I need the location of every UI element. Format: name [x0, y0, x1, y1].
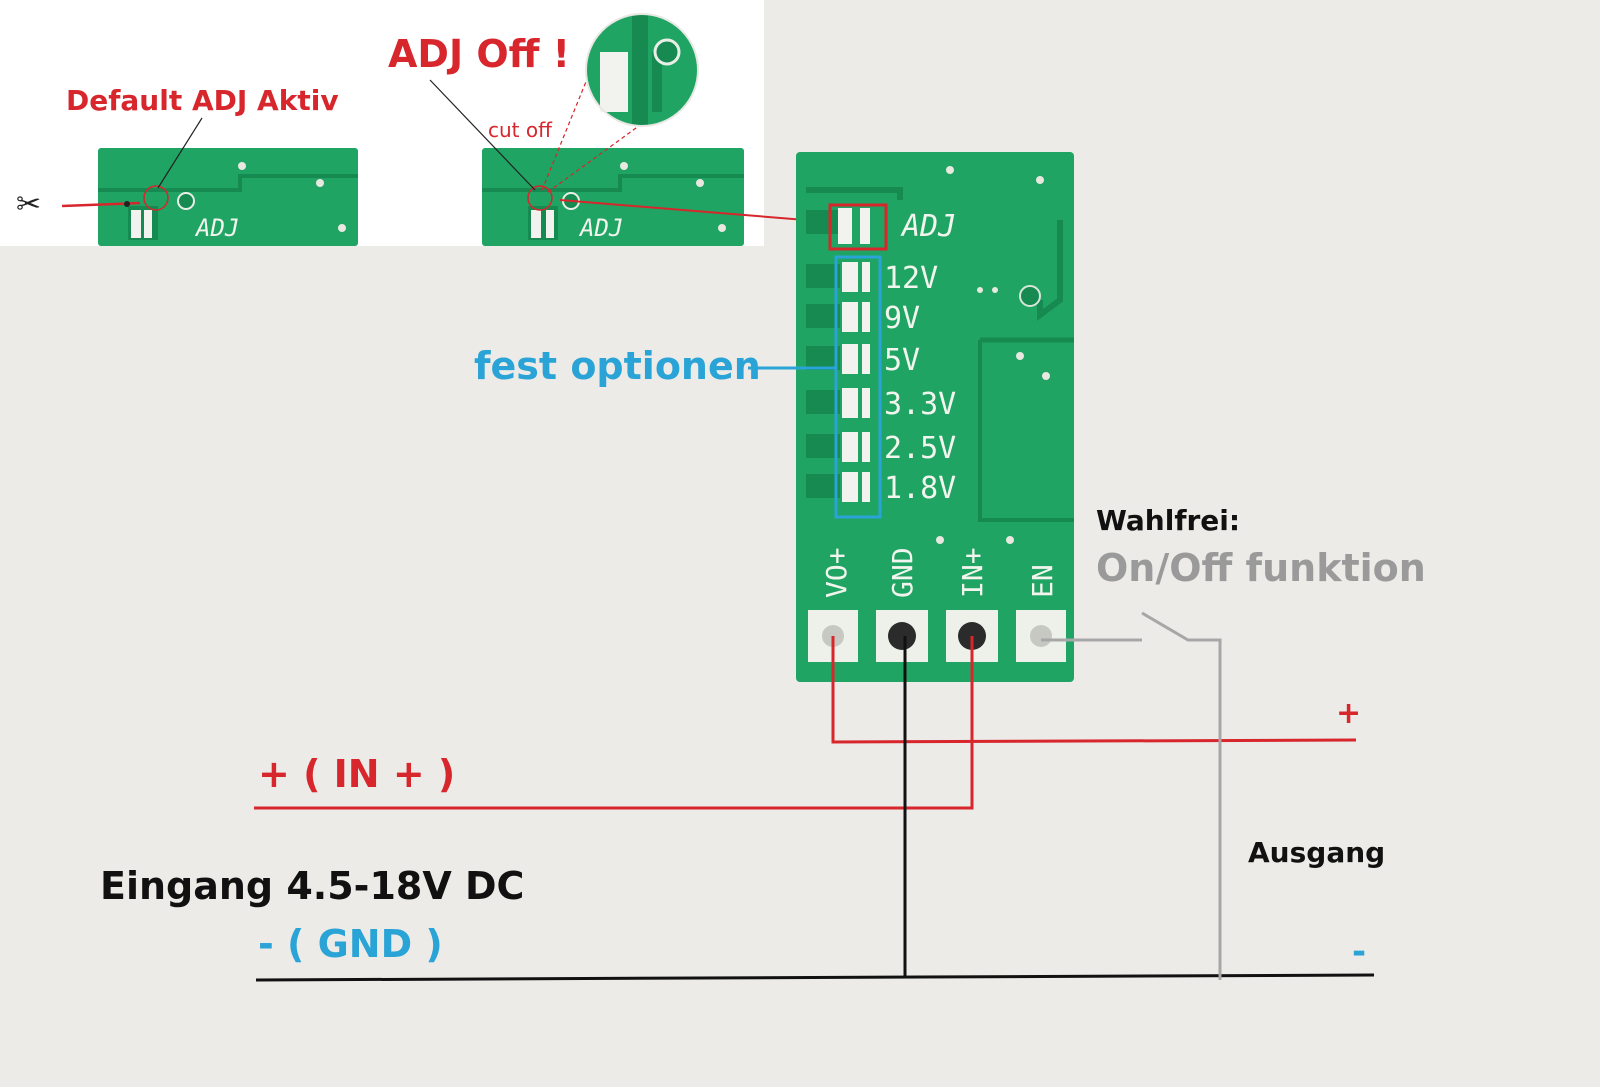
- pin-label-in: IN+: [956, 547, 989, 598]
- board-silk-2v5: 2.5V: [884, 431, 956, 466]
- board-silk-5v: 5V: [884, 343, 920, 378]
- default-adj-label: Default ADJ Aktiv: [66, 84, 339, 117]
- wire-switch-lever: [1141, 611, 1222, 980]
- cut-off-label: cut off: [488, 118, 552, 142]
- fest-optionen-label: fest optionen: [474, 344, 761, 388]
- wire-gnd-bus: [255, 973, 1375, 982]
- ausgang-label: Ausgang: [1248, 836, 1386, 869]
- inset-board-adj-off: [482, 148, 744, 246]
- magnifier-circle: [541, 13, 699, 193]
- cut-arrow-dot: [124, 201, 130, 207]
- wire-in-plus: [254, 636, 974, 810]
- output-minus-label: -: [1352, 932, 1367, 972]
- default-pointer: [157, 117, 203, 189]
- wire-vo-plus: [831, 636, 1357, 744]
- board-silk-9v: 9V: [884, 301, 920, 336]
- inset-board-default: [98, 148, 358, 246]
- adj-off-pointer: [429, 79, 536, 191]
- board-silk-12v: 12V: [884, 261, 938, 296]
- pin-label-vo: VO+: [820, 547, 853, 598]
- board-silk-3v3: 3.3V: [884, 387, 956, 422]
- main-pcb: [796, 152, 1074, 682]
- adj-pad-link: [559, 199, 831, 223]
- input-plus-label: + ( IN + ): [258, 752, 456, 796]
- board-silk-1v8: 1.8V: [884, 471, 956, 506]
- pin-label-en: EN: [1026, 564, 1059, 598]
- adj-highlight-box: [828, 203, 888, 251]
- fixed-options-box: [834, 255, 882, 519]
- scissors-icon: ✂: [16, 187, 41, 222]
- eingang-label: Eingang 4.5-18V DC: [100, 864, 525, 908]
- inset-silk-adj-1: ADJ: [194, 214, 239, 242]
- onoff-label: On/Off funktion: [1096, 546, 1426, 590]
- inset-silk-adj-2: ADJ: [578, 214, 623, 242]
- wahlfrei-label: Wahlfrei:: [1096, 504, 1241, 537]
- pin-label-gnd: GND: [886, 547, 919, 598]
- output-plus-label: +: [1336, 696, 1362, 731]
- board-silk-adj: ADJ: [900, 209, 956, 244]
- input-gnd-label: - ( GND ): [258, 922, 443, 966]
- adj-off-label: ADJ Off !: [388, 32, 570, 76]
